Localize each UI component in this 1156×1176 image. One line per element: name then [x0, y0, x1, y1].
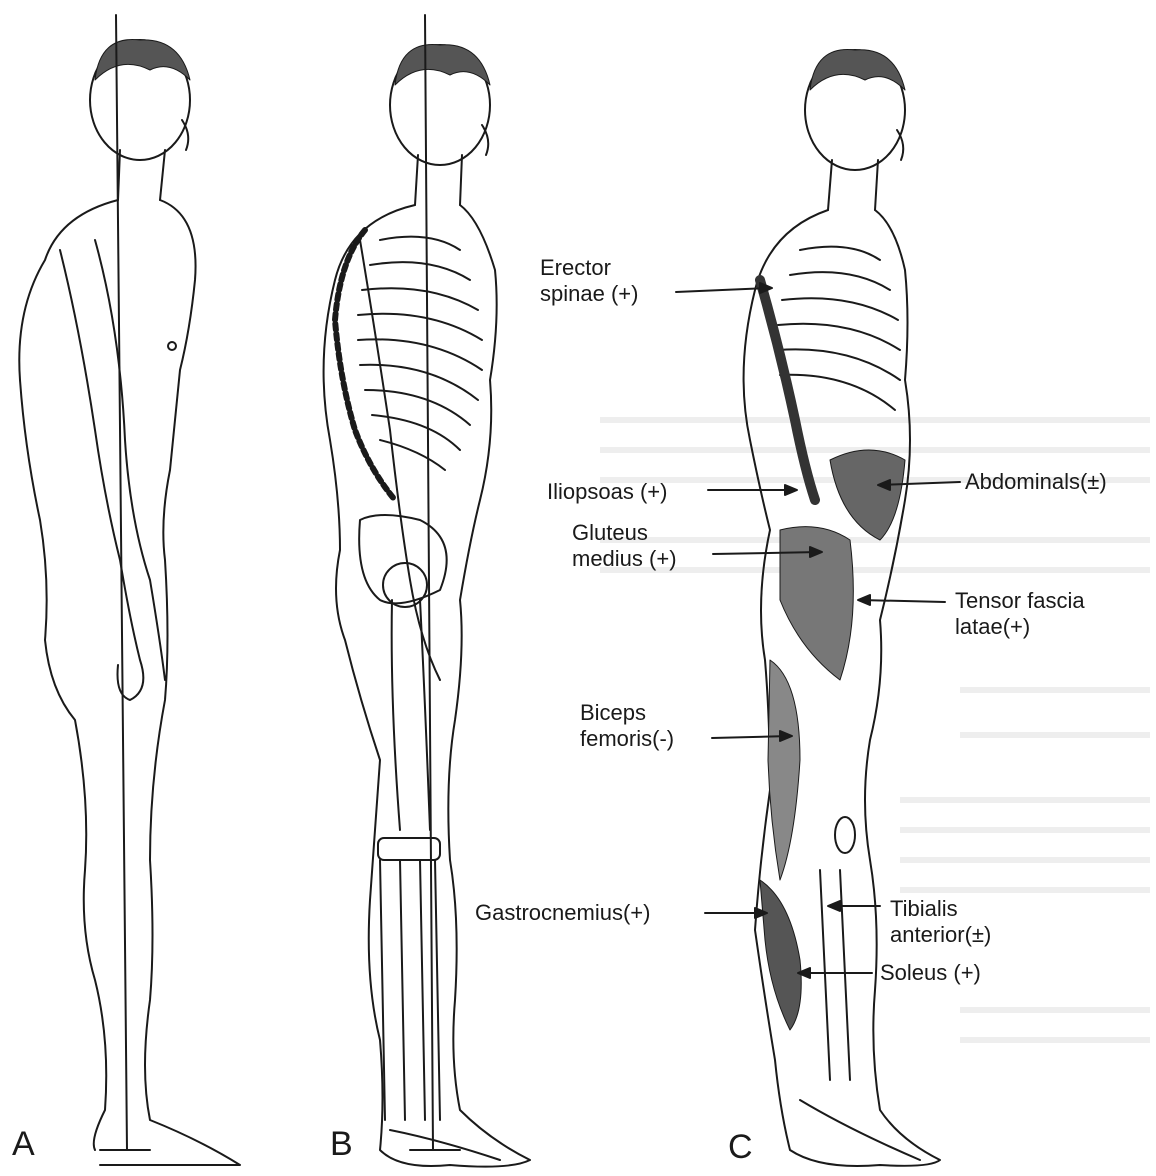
label-abdominals: Abdominals(±): [965, 469, 1107, 495]
figure-a-plumb-line: [116, 15, 127, 1150]
panel-label-b: B: [330, 1125, 353, 1164]
label-iliopsoas: Iliopsoas (+): [547, 479, 667, 505]
label-erector-spinae: Erector spinae (+): [540, 255, 638, 307]
label-tibialis-anterior: Tibialis anterior(±): [890, 896, 991, 948]
panel-label-c: C: [728, 1128, 753, 1167]
label-soleus: Soleus (+): [880, 960, 981, 986]
label-gastrocnemius: Gastrocnemius(+): [475, 900, 650, 926]
figure-c-muscle-outline: [744, 50, 940, 1167]
figure-a-body-outline: [19, 40, 240, 1166]
label-tensor-fascia-latae: Tensor fascia latae(+): [955, 588, 1085, 640]
label-gluteus-medius: Gluteus medius (+): [572, 520, 677, 572]
panel-label-a: A: [12, 1125, 35, 1164]
label-biceps-femoris: Biceps femoris(-): [580, 700, 674, 752]
